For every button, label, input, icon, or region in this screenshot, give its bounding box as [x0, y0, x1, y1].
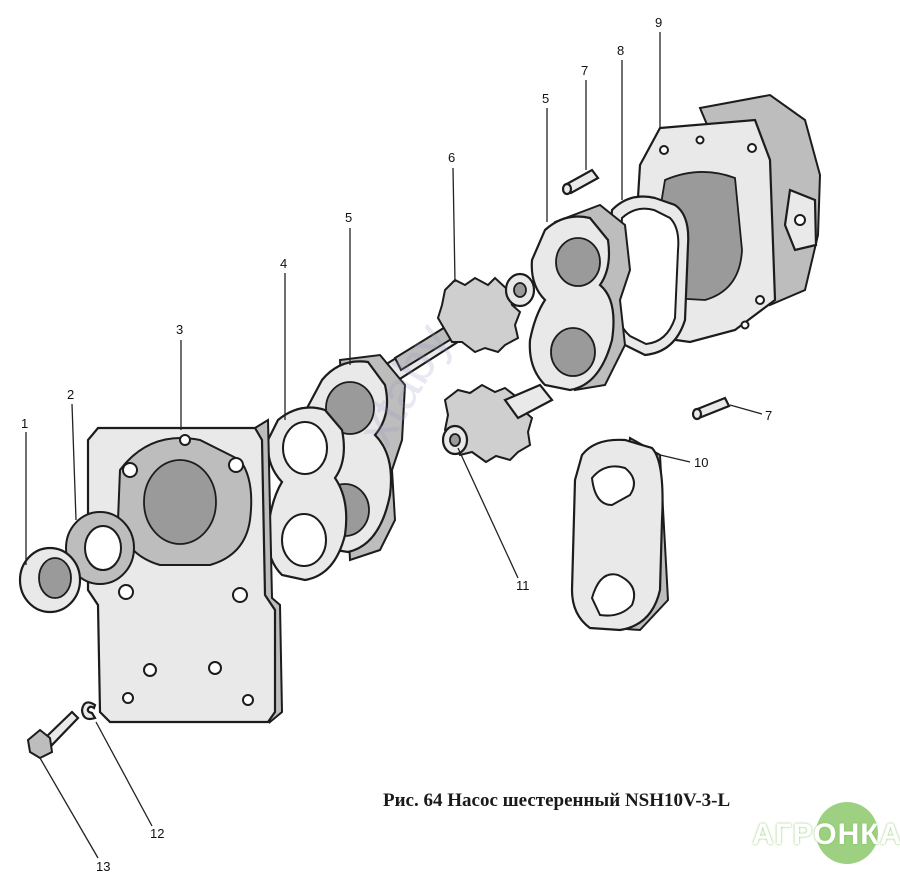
part-4-gasket [266, 406, 348, 582]
leader-lines [25, 32, 763, 859]
part-3-cover-plate [86, 418, 284, 725]
label-part-2: 2 [67, 387, 74, 402]
part-13-bolt [26, 710, 80, 760]
part-1-seal-collar [18, 546, 82, 614]
label-part-12: 12 [150, 826, 164, 841]
label-part-11: 11 [516, 578, 530, 593]
label-part-1: 1 [21, 416, 28, 431]
part-7-dowel-pin-right [691, 396, 731, 421]
label-part-7-right: 7 [765, 408, 772, 423]
label-part-8: 8 [617, 43, 624, 58]
part-7-dowel-pin-top [561, 168, 600, 196]
label-part-4: 4 [280, 256, 287, 271]
label-part-9: 9 [655, 15, 662, 30]
label-part-5-right: 5 [542, 91, 549, 106]
logo-text: АГРОНКА [752, 818, 900, 851]
logo-circle [816, 802, 878, 864]
label-part-7-top: 7 [581, 63, 588, 78]
label-part-13: 13 [96, 859, 110, 874]
part-5-bushing-block-right [528, 203, 632, 392]
part-labels: 1 2 3 4 5 6 5 7 8 9 7 10 11 12 13 [21, 15, 772, 874]
label-part-3: 3 [176, 322, 183, 337]
part-10-end-plate [570, 436, 670, 632]
agronka-logo: АГРОНКА [752, 800, 900, 870]
label-part-5-left: 5 [345, 210, 352, 225]
part-6-drive-gear-shaft [383, 272, 536, 384]
label-part-6: 6 [448, 150, 455, 165]
part-11-driven-gear [441, 383, 554, 464]
figure-caption: Рис. 64 Насос шестеренный NSH10V-3-L [383, 790, 731, 811]
part-2-gasket-ring [65, 511, 135, 585]
label-part-10: 10 [694, 455, 708, 470]
part-12-washer [80, 701, 97, 721]
